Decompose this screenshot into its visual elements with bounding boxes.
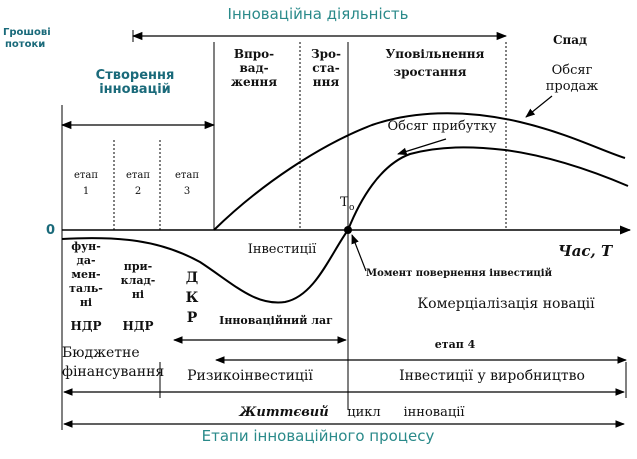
phase-zrost-line2: ста- bbox=[312, 61, 340, 75]
phase-vprov-line1: Впро- bbox=[234, 47, 274, 61]
investment-curve bbox=[61, 229, 349, 304]
phase-upov-line1: Уповільнення bbox=[386, 47, 485, 61]
t0-subscript: о bbox=[349, 203, 354, 213]
payback-label: Момент повернення інвестицій bbox=[366, 268, 553, 279]
creation-label-line2: інновацій bbox=[99, 82, 171, 97]
investments-label: Інвестиції bbox=[248, 242, 317, 257]
zero-label: 0 bbox=[46, 223, 55, 238]
phase-upov-line2: зростання bbox=[393, 65, 466, 79]
applied-research-line3: ні bbox=[132, 288, 144, 301]
fund-research-line4: таль- bbox=[69, 282, 103, 295]
stage2-label-line2: 2 bbox=[135, 186, 141, 197]
sales-label-line2: продаж bbox=[546, 79, 599, 94]
lifecycle-label-1: Життєвий bbox=[238, 405, 328, 420]
creation-label-line1: Створення bbox=[96, 68, 175, 83]
y-axis-label-line1: Грошові bbox=[3, 27, 51, 38]
stage3-label-line2: 3 bbox=[184, 186, 190, 197]
phase-zrost-line3: ння bbox=[313, 75, 340, 89]
risk-investment-label: Ризикоінвестиції bbox=[187, 368, 313, 384]
fund-research-line3: мен- bbox=[71, 268, 100, 281]
diagram-title: Інноваційна діяльність bbox=[228, 5, 409, 23]
sales-label-line1: Обсяг bbox=[552, 63, 593, 78]
applied-research-line2: клад- bbox=[121, 274, 156, 287]
lag-label: Інноваційний лаг bbox=[219, 314, 333, 327]
profit-curve bbox=[347, 146, 629, 231]
stage4-label: етап 4 bbox=[435, 338, 476, 351]
profit-pointer bbox=[397, 138, 447, 156]
budget-label-line2: фінансування bbox=[62, 364, 164, 380]
x-axis-label: Час, Т bbox=[558, 242, 614, 260]
stage1-label-line1: етап bbox=[74, 170, 98, 181]
bottom-title: Етапи інноваційного процесу bbox=[202, 427, 435, 445]
dkr-letter-k: К bbox=[186, 290, 199, 306]
stage3-label-line1: етап bbox=[175, 170, 199, 181]
phase-spad: Спад bbox=[553, 33, 587, 47]
commercialization-label: Комерціалізація новації bbox=[417, 296, 595, 312]
profit-label: Обсяг прибутку bbox=[387, 119, 496, 134]
y-axis-label-line2: потоки bbox=[5, 39, 45, 50]
dkr-letter-d: Д bbox=[186, 270, 198, 286]
t0-label: Т bbox=[340, 195, 349, 210]
lifecycle-label-3: інновації bbox=[403, 405, 465, 420]
fund-research-line1: фун- bbox=[71, 240, 101, 253]
payback-point bbox=[344, 226, 352, 234]
dkr-letter-r: Р bbox=[187, 310, 198, 326]
fund-research-line6: НДР bbox=[70, 319, 101, 333]
phase-vprov-line3: ження bbox=[231, 75, 277, 89]
budget-label-line1: Бюджетне bbox=[62, 345, 140, 361]
applied-research-line1: при- bbox=[124, 260, 152, 273]
sales-curve bbox=[213, 112, 626, 231]
payback-pointer bbox=[351, 234, 367, 272]
phase-zrost-line1: Зро- bbox=[311, 47, 341, 61]
phase-vprov-line2: вад- bbox=[239, 61, 268, 75]
production-investment-label: Інвестиції у виробництво bbox=[399, 368, 585, 384]
sales-pointer bbox=[525, 95, 553, 118]
stage1-label-line2: 1 bbox=[83, 186, 89, 197]
applied-research-line4: НДР bbox=[122, 319, 153, 333]
lifecycle-label-2: цикл bbox=[347, 405, 380, 420]
fund-research-line5: ні bbox=[80, 296, 92, 309]
stage2-label-line1: етап bbox=[126, 170, 150, 181]
fund-research-line2: да- bbox=[76, 254, 95, 267]
